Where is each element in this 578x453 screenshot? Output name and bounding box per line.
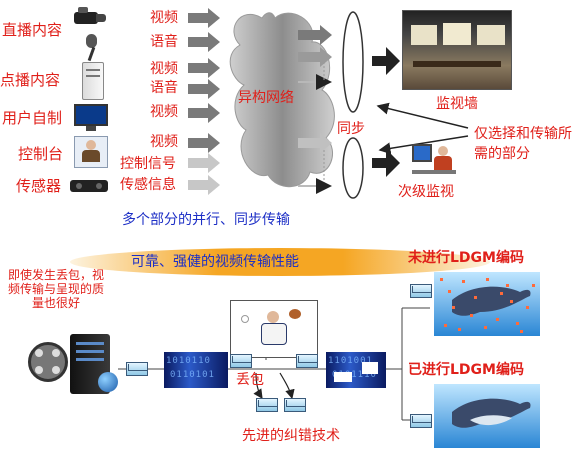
packet-icon bbox=[410, 284, 432, 298]
source-sensor: 传感器 bbox=[16, 177, 62, 195]
film-reel-icon bbox=[28, 342, 68, 382]
parallel-caption: 多个部分的并行、同步传输 bbox=[122, 212, 290, 228]
network-label: 异构网络 bbox=[238, 90, 294, 106]
sync-label: 同步 bbox=[337, 121, 365, 137]
video-camera-icon bbox=[70, 6, 106, 28]
stream-video-4: 视频 bbox=[150, 134, 178, 150]
stream-video-1: 视频 bbox=[150, 10, 178, 26]
packet-icon bbox=[284, 398, 306, 412]
source-console: 控制台 bbox=[18, 145, 64, 163]
sensor-bar-icon bbox=[70, 180, 108, 192]
packet-icon bbox=[296, 354, 318, 368]
packet-icon bbox=[410, 414, 432, 428]
server-icon bbox=[82, 62, 104, 100]
banner-shape bbox=[70, 248, 490, 276]
output-arrows bbox=[298, 25, 332, 194]
input-arrows bbox=[188, 8, 220, 195]
secondary-monitor-label: 次级监视 bbox=[398, 184, 454, 200]
packet-icon bbox=[126, 362, 148, 376]
noise-dots bbox=[440, 278, 535, 333]
source-ugc: 用户自制 bbox=[2, 109, 63, 127]
monitor-wall-photo bbox=[402, 10, 512, 90]
stream-control: 控制信号 bbox=[120, 156, 176, 172]
loss-note: 即使发生丢包，视频传输与呈现的质量也很好 bbox=[7, 268, 104, 310]
packet-icon bbox=[256, 398, 278, 412]
stream-audio-2: 语音 bbox=[150, 80, 178, 96]
stream-audio-1: 语音 bbox=[150, 34, 178, 50]
fec-label: 先进的纠错技术 bbox=[242, 428, 340, 444]
monitor-wall-label: 监视墙 bbox=[436, 96, 478, 112]
stream-video-2: 视频 bbox=[150, 61, 178, 77]
packet-icon bbox=[230, 354, 252, 368]
with-ldgm-label: 已进行LDGM编码 bbox=[408, 362, 524, 378]
microphone-icon bbox=[82, 34, 100, 62]
baseball-player-image bbox=[230, 300, 318, 358]
banner-text: 可靠、强健的视频传输性能 bbox=[131, 254, 299, 270]
stream-sensor: 传感信息 bbox=[120, 177, 176, 193]
select-note: 仅选择和传输所需的部分 bbox=[474, 126, 572, 162]
source-live: 直播内容 bbox=[2, 21, 63, 39]
source-vod: 点播内容 bbox=[0, 71, 61, 89]
stream-video-3: 视频 bbox=[150, 104, 178, 120]
globe-icon bbox=[98, 372, 118, 392]
secondary-monitor-icon bbox=[412, 144, 456, 184]
packet-loss-label: 丢包 bbox=[236, 372, 264, 388]
operator-at-desk-icon bbox=[74, 136, 108, 168]
without-ldgm-label: 未进行LDGM编码 bbox=[408, 250, 524, 266]
media-server-icon bbox=[70, 334, 110, 394]
tv-monitor-icon bbox=[74, 104, 108, 132]
